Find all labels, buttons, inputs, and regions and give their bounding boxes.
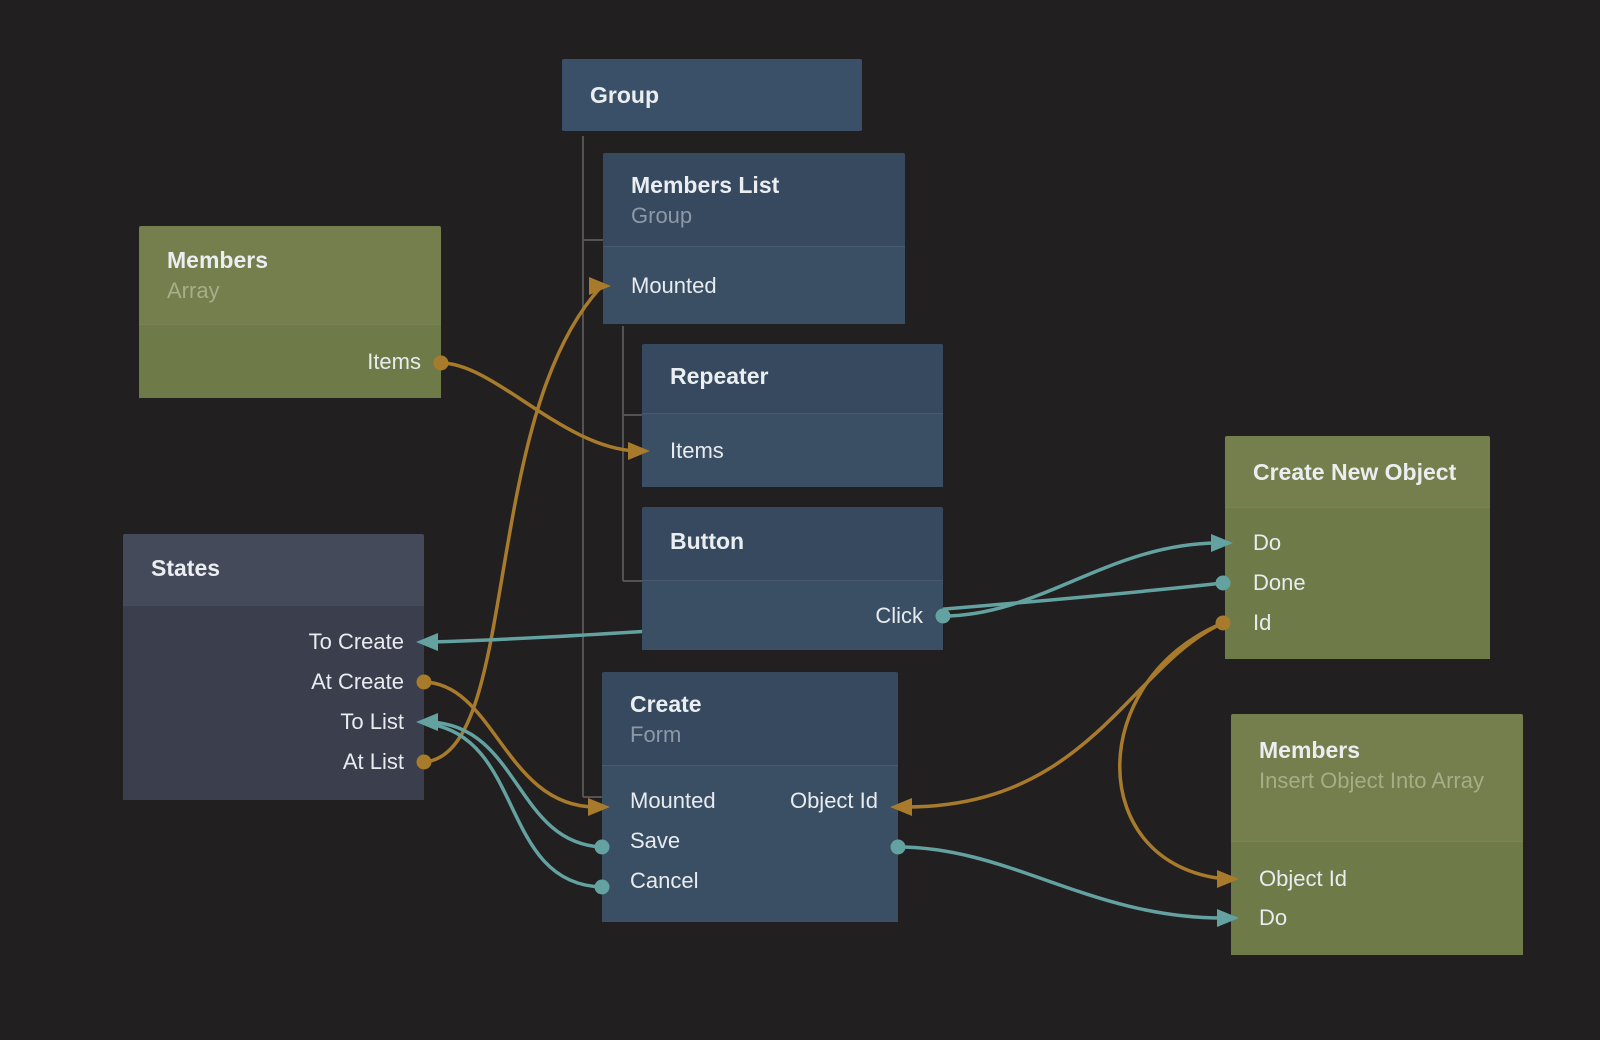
port-to-create[interactable]: To Create: [308, 629, 404, 654]
node-subtitle: Group: [631, 203, 693, 228]
wire-at-create-to-create-mounted[interactable]: [423, 680, 597, 809]
port-do[interactable]: Do: [1253, 530, 1282, 555]
port-items[interactable]: Items: [670, 438, 724, 463]
wire-members-items-to-repeater-items[interactable]: [440, 361, 641, 453]
node-states[interactable]: States To Create At Create To List At Li…: [123, 534, 424, 800]
node-title: Members: [1259, 737, 1360, 763]
node-title: Members List: [631, 172, 780, 198]
port-object-id[interactable]: Object Id: [1259, 866, 1348, 891]
node-subtitle: Form: [630, 722, 682, 747]
wire-id-to-insert-object-id[interactable]: [1118, 621, 1226, 881]
wire-at-list-to-members-list-mounted[interactable]: [423, 286, 602, 764]
wire-click-to-do[interactable]: [942, 541, 1220, 618]
node-members-insert[interactable]: Members Insert Object Into Array Object …: [1231, 714, 1523, 955]
node-group[interactable]: Group: [562, 59, 862, 131]
node-button[interactable]: Button Click: [642, 507, 943, 650]
wire-save-to-to-list[interactable]: [429, 720, 603, 849]
port-at-create[interactable]: At Create: [311, 669, 404, 694]
node-title: Create New Object: [1253, 459, 1457, 485]
port-do[interactable]: Do: [1259, 905, 1288, 930]
node-title: Button: [670, 528, 745, 554]
node-title: States: [151, 555, 221, 581]
port-to-list[interactable]: To List: [340, 709, 404, 734]
port-object-id[interactable]: Object Id: [789, 788, 878, 813]
node-create-form[interactable]: Create Form Mounted Object Id Save Cance…: [602, 672, 898, 922]
port-mounted[interactable]: Mounted: [630, 788, 716, 813]
port-mounted[interactable]: Mounted: [631, 273, 717, 298]
port-save[interactable]: Save: [630, 828, 681, 853]
node-title: Group: [590, 82, 659, 108]
wire-id-to-create-object-id[interactable]: [905, 621, 1224, 809]
node-members-array[interactable]: Members Array Items: [139, 226, 441, 398]
port-click[interactable]: Click: [875, 603, 923, 628]
node-subtitle: Array: [167, 278, 220, 303]
node-title: Members: [167, 247, 268, 273]
node-members-list[interactable]: Members List Group Mounted: [603, 153, 905, 324]
node-repeater[interactable]: Repeater Items: [642, 344, 943, 487]
node-subtitle: Insert Object Into Array: [1259, 768, 1484, 793]
node-create-new-object[interactable]: Create New Object Do Done Id: [1225, 436, 1490, 659]
port-cancel[interactable]: Cancel: [630, 868, 699, 893]
port-items[interactable]: Items: [367, 349, 421, 374]
port-at-list[interactable]: At List: [342, 749, 404, 774]
wire-cancel-to-to-list[interactable]: [429, 722, 603, 889]
port-id[interactable]: Id: [1253, 610, 1272, 635]
wire-save-to-insert-do[interactable]: [897, 845, 1224, 920]
node-title: Create: [630, 691, 702, 717]
port-done[interactable]: Done: [1253, 570, 1306, 595]
node-title: Repeater: [670, 363, 769, 389]
